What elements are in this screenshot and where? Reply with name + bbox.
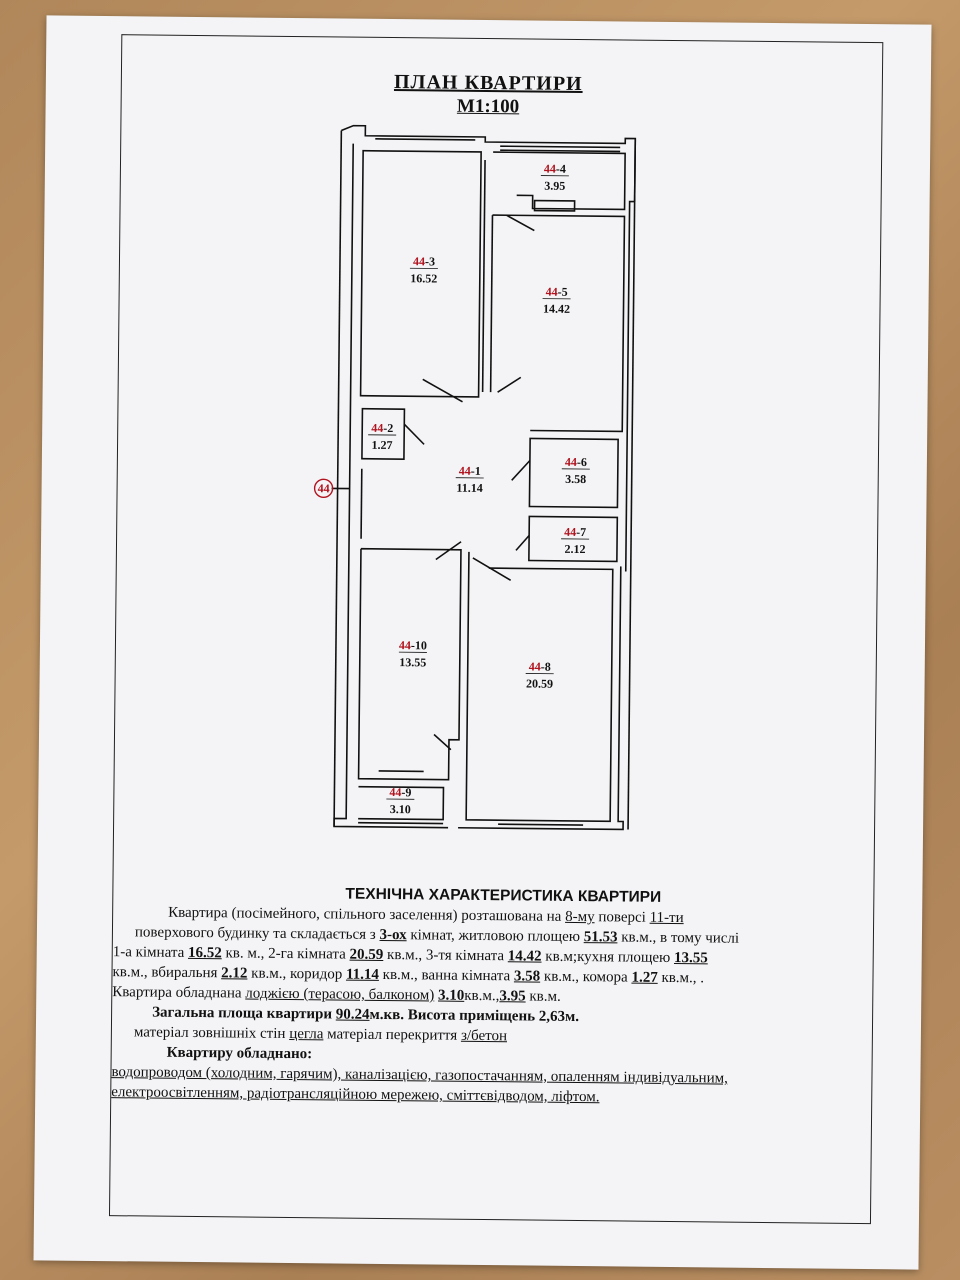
room-area-r10: 13.55 <box>399 655 426 669</box>
room-44-8-outline <box>465 551 614 823</box>
room-area-r5: 14.42 <box>543 302 570 316</box>
room-number-r2: 44-2 <box>371 421 393 435</box>
room-number-r4: 44-4 <box>544 162 566 176</box>
room-number-r7: 44-7 <box>564 525 586 539</box>
room-area-r2: 1.27 <box>371 438 392 452</box>
room-area-r8: 20.59 <box>526 676 553 690</box>
outer-wall-left-inner <box>333 143 449 829</box>
outer-wall-top-left <box>341 124 637 202</box>
entrance-marker: 44 <box>313 478 334 499</box>
room-area-r3: 16.52 <box>410 271 437 285</box>
room-area-r7: 2.12 <box>564 542 585 556</box>
room-area-r6: 3.58 <box>565 472 586 486</box>
room-area-r4: 3.95 <box>544 179 565 193</box>
room-44-2-outline <box>361 407 406 460</box>
room-area-r9: 3.10 <box>390 802 411 816</box>
room-44-3-outline <box>359 149 482 398</box>
room-number-r9: 44-9 <box>389 785 411 799</box>
room-number-r5: 44-5 <box>546 285 568 299</box>
room-44-7-outline <box>528 515 619 563</box>
room-number-r3: 44-3 <box>413 254 435 268</box>
room-number-r6: 44-6 <box>565 455 587 469</box>
room-44-6-outline <box>528 437 619 509</box>
room-number-r1: 44-1 <box>459 464 481 478</box>
room-number-r10: 44-10 <box>399 638 427 652</box>
outer-wall-left-outer <box>333 130 343 827</box>
technical-characteristics: ТЕХНІЧНА ХАРАКТЕРИСТИКА КВАРТИРИ Квартир… <box>111 882 873 1110</box>
outer-wall-right-upper <box>624 200 635 572</box>
svg-text:44: 44 <box>318 481 330 495</box>
room-44-10-outline <box>357 547 462 781</box>
room-number-r8: 44-8 <box>529 659 551 673</box>
outer-wall-right-lower <box>458 566 624 831</box>
outer-wall-right <box>627 138 637 830</box>
floor-plan: 44 44-1 11.14 44-2 1.27 44-3 16.52 44-4 3.95 44-… <box>313 124 637 831</box>
paper-sheet: ПЛАН КВАРТИРИ М1:100 <box>33 15 932 1270</box>
room-44-9-outline <box>358 785 445 821</box>
room-area-r1: 11.14 <box>456 481 482 495</box>
